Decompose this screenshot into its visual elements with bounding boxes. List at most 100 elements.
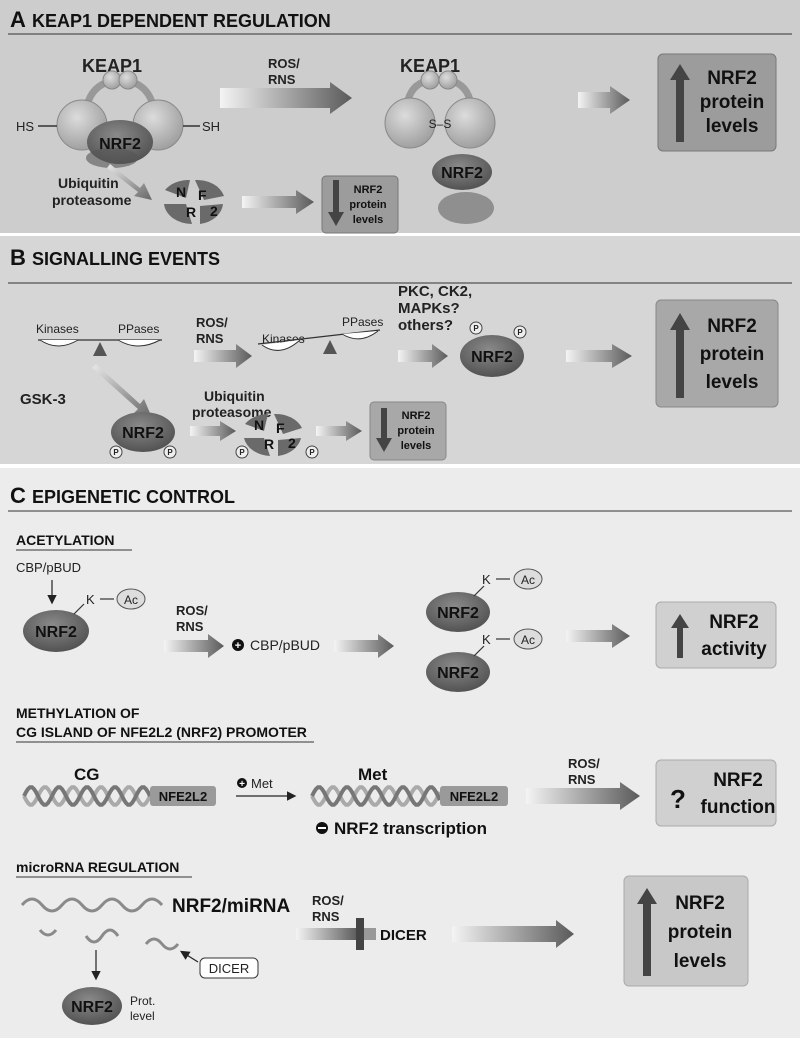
k-label-3: K bbox=[482, 632, 491, 647]
ros-label-a-2: RNS bbox=[268, 72, 296, 87]
plus-cbp-label: CBP/pBUD bbox=[250, 637, 320, 653]
nfe2l2-box-left bbox=[150, 786, 216, 806]
down-box-a-line1: NRF2 bbox=[354, 184, 383, 196]
minus-icon-glyph bbox=[318, 827, 326, 829]
ac-badge-3 bbox=[513, 628, 543, 650]
nrf2-fragmented-b bbox=[244, 413, 302, 456]
ubiquitin-a-2: proteasome bbox=[52, 192, 132, 208]
phospho-badge-3 bbox=[109, 445, 123, 459]
dna-strand bbox=[310, 785, 442, 807]
nrf2-free-shape bbox=[432, 154, 492, 190]
nrf2-fragmented-a bbox=[164, 179, 224, 225]
k-bond-2 bbox=[473, 585, 485, 597]
frag-b-r: R bbox=[264, 436, 274, 452]
phospho-badge-6-label: P bbox=[309, 448, 315, 457]
nrf2-phospho-label: NRF2 bbox=[471, 349, 513, 366]
balance-tilted bbox=[257, 329, 381, 354]
ppases-label-1: PPases bbox=[118, 322, 159, 336]
ros-arrow-a bbox=[220, 82, 352, 114]
up-box-a-line2: protein bbox=[700, 92, 764, 113]
down-box-a bbox=[321, 175, 399, 234]
ros-label-c3-2: RNS bbox=[312, 909, 340, 924]
met-label: Met bbox=[358, 765, 388, 784]
frag-a-n: N bbox=[176, 184, 186, 200]
dicer-label: DICER bbox=[380, 927, 427, 944]
pkc-line1: PKC, CK2, bbox=[398, 283, 472, 300]
ros-label-a-1: ROS/ bbox=[268, 56, 300, 71]
phospho-badge-6 bbox=[305, 445, 319, 459]
nrf2-acetyl-label: NRF2 bbox=[35, 624, 77, 641]
function-box-line2: function bbox=[701, 797, 776, 818]
panel-b-title: SIGNALLING EVENTS bbox=[32, 249, 220, 269]
frag-b-2: 2 bbox=[288, 435, 296, 451]
down-arrow-a bbox=[328, 180, 344, 226]
ros-arrow-c2 bbox=[526, 782, 640, 810]
function-box bbox=[655, 759, 777, 827]
up-box-a-line3: levels bbox=[706, 116, 759, 137]
phospho-badge-1 bbox=[469, 321, 483, 335]
ros-label-b-2: RNS bbox=[196, 331, 224, 346]
panel-c-title: EPIGENETIC CONTROL bbox=[32, 487, 235, 507]
acetylation-heading: ACETYLATION bbox=[16, 532, 115, 548]
ubiquitin-b-1: Ubiquitin bbox=[204, 388, 265, 404]
mirna-box-line2: protein bbox=[668, 922, 732, 943]
function-question: ? bbox=[670, 784, 686, 814]
mirna-strands bbox=[20, 897, 180, 951]
nrf2-mirna-label: NRF2 bbox=[71, 999, 113, 1016]
up-box-b-line2: protein bbox=[700, 344, 764, 365]
up-arrow-a bbox=[670, 64, 690, 142]
disulfide-label: S–S bbox=[429, 117, 452, 131]
ac-label-2: Ac bbox=[521, 573, 535, 587]
plus-icon-met bbox=[237, 778, 247, 788]
arrow-to-activity-box bbox=[566, 624, 630, 648]
keap1-right-complex bbox=[384, 70, 496, 149]
inhibition-tee bbox=[356, 918, 364, 950]
cg-label: CG bbox=[74, 765, 100, 784]
nrf2-acetylated-2-label: NRF2 bbox=[437, 665, 479, 682]
ros-label-c1-2: RNS bbox=[176, 619, 204, 634]
nrf2-acetylated-2 bbox=[426, 652, 490, 692]
arrow-to-down-box-a bbox=[242, 190, 314, 214]
nfe2l2-box-right bbox=[440, 786, 508, 806]
prot-level-2: level bbox=[130, 1009, 155, 1023]
down-box-b-line2: protein bbox=[397, 425, 435, 437]
dna-helix-right bbox=[310, 785, 442, 807]
gsk3-label: GSK-3 bbox=[20, 391, 66, 408]
met-arrow-label: Met bbox=[251, 776, 273, 791]
k-label-2: K bbox=[482, 572, 491, 587]
ubiquitin-arrow-b bbox=[190, 421, 236, 441]
dicer-bar-fade bbox=[364, 928, 376, 940]
ubiquitin-b-2: proteasome bbox=[192, 404, 272, 420]
arrow-to-up-box-b bbox=[566, 344, 632, 368]
ros-label-c3-1: ROS/ bbox=[312, 893, 344, 908]
nrf2-mirna-shape bbox=[62, 987, 122, 1025]
ac-badge-1 bbox=[116, 588, 146, 610]
nrf2-gsk-shape bbox=[111, 412, 175, 452]
pkc-arrow bbox=[398, 344, 448, 368]
ac-label-1: Ac bbox=[124, 593, 138, 607]
up-arrow-activity bbox=[671, 614, 689, 658]
phospho-badge-4-label: P bbox=[167, 448, 173, 457]
down-box-b-line1: NRF2 bbox=[402, 410, 431, 422]
dna-strand bbox=[22, 785, 152, 807]
phospho-badge-2-label: P bbox=[517, 328, 523, 337]
diagonal-arrow-a bbox=[107, 164, 152, 200]
up-box-b-line3: levels bbox=[706, 372, 759, 393]
ac-label-3: Ac bbox=[521, 633, 535, 647]
dicer-small-box bbox=[199, 957, 259, 979]
nrf2-bound-label: NRF2 bbox=[99, 136, 141, 153]
k-bond-3 bbox=[473, 645, 485, 657]
frag-b-f: F bbox=[276, 420, 285, 436]
nrf2-free-label: NRF2 bbox=[441, 165, 483, 182]
dicer-small-label: DICER bbox=[209, 961, 249, 976]
arrow-to-up-box-a bbox=[578, 86, 630, 114]
phospho-badge-5 bbox=[235, 445, 249, 459]
pkc-line2: MAPKs? bbox=[398, 300, 460, 317]
frag-a-f: F bbox=[198, 187, 207, 203]
down-box-a-line3: levels bbox=[353, 214, 384, 226]
microrna-heading: microRNA REGULATION bbox=[16, 859, 179, 875]
nrf2-acetyl-shape bbox=[23, 610, 89, 652]
phospho-badge-2 bbox=[513, 325, 527, 339]
panel-a-letter: A bbox=[10, 7, 26, 32]
